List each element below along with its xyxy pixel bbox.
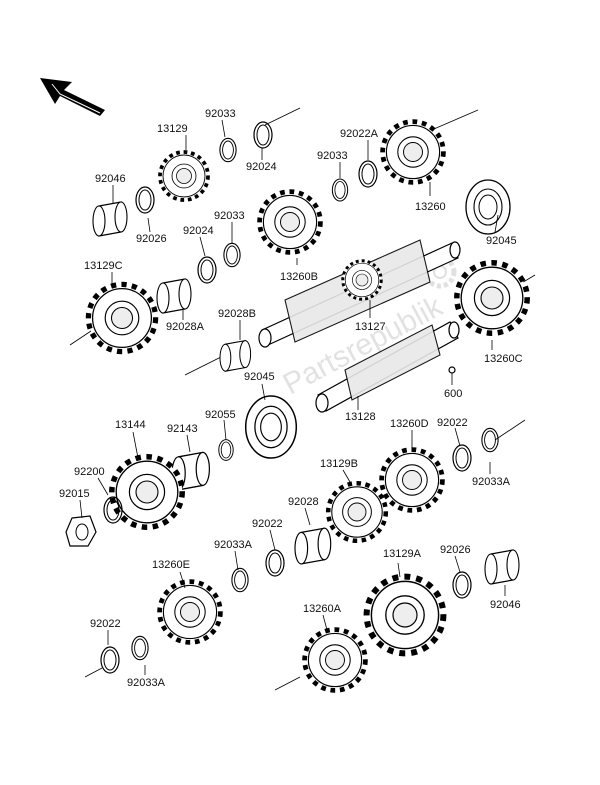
part-13260D-gear <box>382 450 443 511</box>
label-13129C: 13129C <box>84 260 123 272</box>
part-13129C-gear <box>88 284 155 351</box>
label-92024-2: 92024 <box>183 225 214 237</box>
label-92024: 92024 <box>246 161 277 173</box>
part-13128-shaft <box>315 321 460 413</box>
part-92046-bushing-2 <box>484 549 520 585</box>
label-13260E: 13260E <box>152 559 190 571</box>
part-13129-gear <box>158 150 210 202</box>
label-92033A: 92033A <box>472 476 511 488</box>
part-92026-ring <box>135 186 155 214</box>
label-92045-2: 92045 <box>244 371 275 383</box>
part-92045-bearing-2 <box>244 395 298 459</box>
part-92022-ring-2 <box>265 549 285 577</box>
part-92028-bushing <box>294 527 332 565</box>
label-92022-3: 92022 <box>90 618 121 630</box>
label-13129B: 13129B <box>320 458 358 470</box>
label-92022A: 92022A <box>340 128 379 140</box>
label-92033-3: 92033 <box>317 150 348 162</box>
callout-leaders <box>79 119 506 675</box>
label-92033A-3: 92033A <box>127 677 166 689</box>
part-13260A-gear <box>305 630 366 691</box>
label-92046: 92046 <box>95 173 126 185</box>
label-92026: 92026 <box>136 233 167 245</box>
label-13144: 13144 <box>115 419 146 431</box>
part-92033A-ring <box>481 427 499 453</box>
label-92015: 92015 <box>59 488 90 500</box>
part-13260-gear <box>383 122 444 183</box>
label-13127: 13127 <box>355 321 386 333</box>
part-92033-ring-2 <box>223 242 241 268</box>
part-92028B-bushing <box>219 340 252 372</box>
label-13260: 13260 <box>415 201 446 213</box>
part-92046-bushing <box>92 201 128 237</box>
label-92045: 92045 <box>486 235 517 247</box>
label-92055: 92055 <box>205 409 236 421</box>
label-92028B: 92028B <box>218 308 256 320</box>
part-13260B-gear <box>260 192 321 253</box>
label-92022-2: 92022 <box>252 518 283 530</box>
label-92028: 92028 <box>288 496 319 508</box>
part-92055-oring <box>218 439 234 461</box>
part-92015-nut <box>65 515 97 547</box>
label-13128: 13128 <box>345 411 376 423</box>
label-92200: 92200 <box>74 466 105 478</box>
label-92033-2: 92033 <box>214 210 245 222</box>
label-92033: 92033 <box>205 108 236 120</box>
label-92028A: 92028A <box>166 321 205 333</box>
part-92022-ring-3 <box>100 646 120 674</box>
part-13127-shaft <box>258 239 461 348</box>
part-92033-ring-3 <box>331 178 349 202</box>
arrow-front-icon <box>40 78 105 116</box>
label-92033A-2: 92033A <box>214 539 253 551</box>
part-92022-ring <box>452 444 472 472</box>
part-92033A-ring-3 <box>131 635 149 661</box>
part-92024-ring-2 <box>197 256 217 284</box>
label-92143: 92143 <box>167 423 198 435</box>
part-13260C-gear <box>457 263 527 333</box>
part-13260E-gear <box>160 582 221 643</box>
part-600-ball <box>448 366 456 374</box>
label-13260A: 13260A <box>303 603 342 615</box>
part-13144-sprocket <box>112 457 182 527</box>
part-92033A-ring-2 <box>231 567 249 593</box>
label-13260C: 13260C <box>484 353 523 365</box>
label-600: 600 <box>444 388 462 400</box>
part-92033-ring <box>219 137 237 163</box>
label-92026-2: 92026 <box>440 544 471 556</box>
label-92046-2: 92046 <box>490 599 521 611</box>
part-13129B-gear <box>328 483 386 541</box>
label-13260B: 13260B <box>280 271 318 283</box>
label-92022: 92022 <box>437 417 468 429</box>
label-13260D: 13260D <box>390 418 429 430</box>
part-92022A-ring <box>358 160 378 188</box>
part-92045-bearing <box>465 179 511 235</box>
callout-labels: 92046 13129 92033 92024 92026 92024 9203… <box>59 108 523 689</box>
label-13129: 13129 <box>157 123 188 135</box>
part-92026-ring-2 <box>452 571 472 599</box>
label-13129A: 13129A <box>383 548 422 560</box>
part-92028A-bushing <box>156 278 192 314</box>
part-92024-ring <box>253 121 273 149</box>
part-13129A-gear <box>367 577 444 654</box>
